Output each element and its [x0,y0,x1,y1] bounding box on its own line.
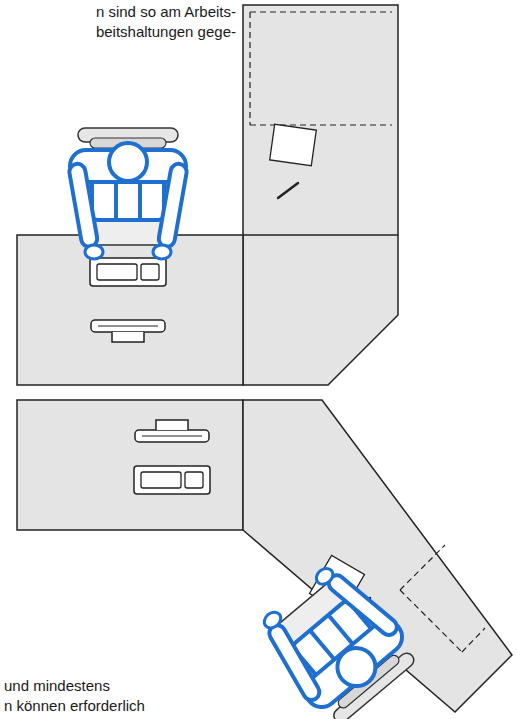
text-fragment: und mindestens [4,676,110,696]
top-workstation [17,5,398,385]
text-fragment: n können erforderlich [4,696,145,716]
text-fragment: beitshaltungen gege- [96,22,236,42]
bottom-workstation [17,400,512,719]
text-fragment: n sind so am Arbeits- [96,2,236,22]
